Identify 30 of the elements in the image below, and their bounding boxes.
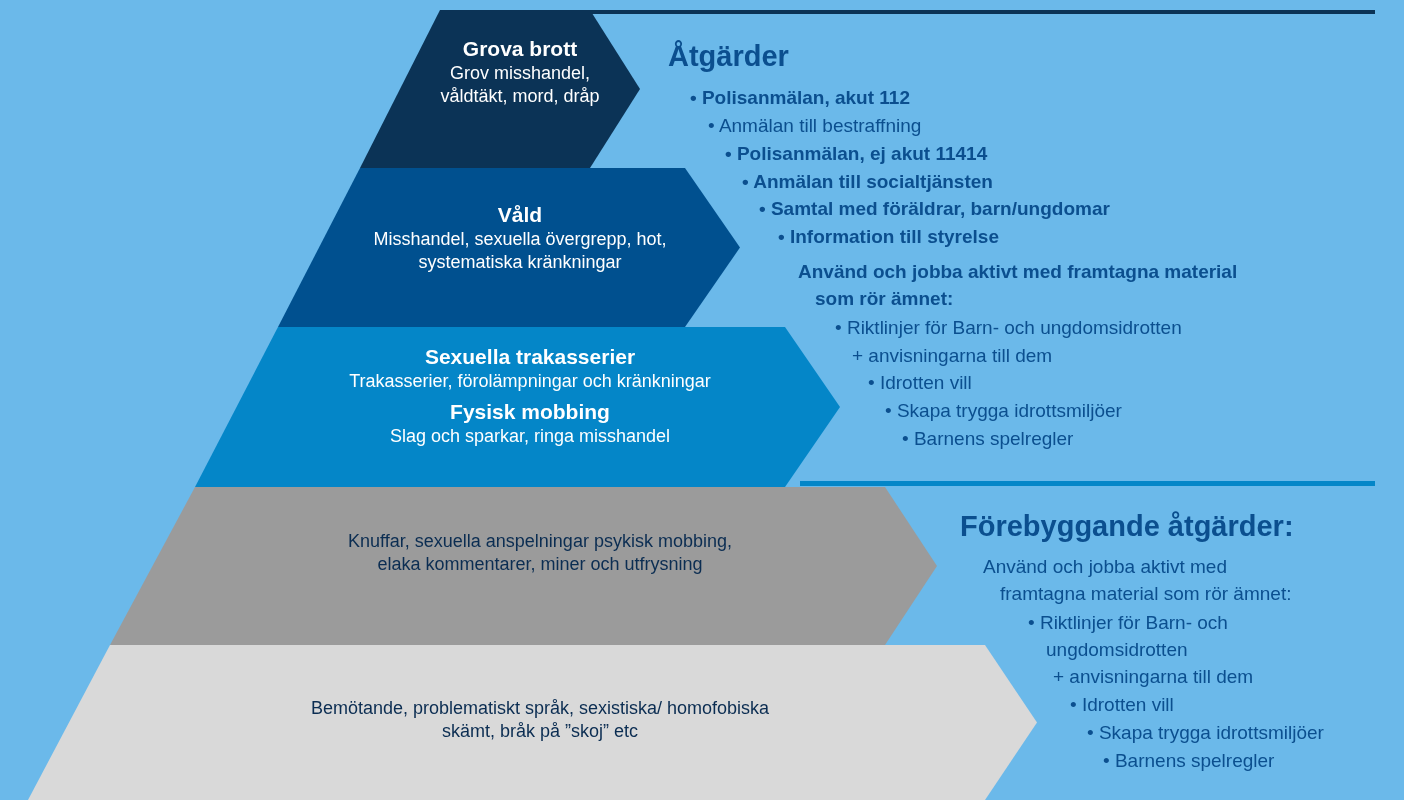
list-item: • Idrotten vill (868, 371, 972, 395)
level-description: Grov misshandel, våldtäkt, mord, dråp (439, 62, 601, 108)
list-item: • Idrotten vill (1070, 693, 1174, 717)
list-item: • Barnens spelregler (902, 427, 1074, 451)
list-item: • Samtal med föräldrar, barn/ungdomar (759, 197, 1110, 221)
list-item: • Skapa trygga idrottsmiljöer (1087, 721, 1324, 745)
list-item: • Barnens spelregler (1103, 749, 1275, 773)
list-item: + anvisningarna till dem (852, 344, 1053, 368)
list-item: • Anmälan till bestraffning (708, 114, 922, 138)
list-item: • Information till styrelse (778, 225, 999, 249)
section-heading: Förebyggande åtgärder: (960, 509, 1294, 544)
level-description: Misshandel, sexuella övergrepp, hot, systematiska kränkningar (372, 228, 668, 274)
level-description: Knuffar, sexuella anspelningar psykisk mobbing, elaka kommentarer, miner och utfrysning (347, 530, 733, 575)
level-description: Slag och sparkar, ringa misshandel (388, 425, 672, 448)
level-description: Trakasserier, förolämpningar och kränkningar (348, 370, 712, 393)
list-item: • Riktlinjer för Barn- och ungdomsidrotten (835, 316, 1182, 340)
level-heading: Sexuella trakasserier (423, 344, 637, 370)
level-heading: Våld (496, 202, 544, 228)
section-heading: Åtgärder (668, 39, 789, 74)
list-item: • Riktlinjer för Barn- och ungdomsidrotten (1028, 611, 1229, 662)
list-item: • Skapa trygga idrottsmiljöer (885, 399, 1122, 423)
level-heading: Grova brott (461, 36, 579, 62)
list-item: Använd och jobba aktivt med framtagna material som rör ämnet: (983, 555, 1293, 606)
list-item: • Anmälan till socialtjänsten (742, 170, 993, 194)
list-item: + anvisningarna till dem (1053, 665, 1254, 689)
list-item: • Polisanmälan, ej akut 11414 (725, 142, 988, 166)
list-item: Använd och jobba aktivt med framtagna material som rör ämnet: (798, 260, 1239, 311)
level-description: Bemötande, problematiskt språk, sexistiska/ homofobiska skämt, bråk på ”skoj” etc (309, 697, 771, 742)
list-item: • Polisanmälan, akut 112 (690, 86, 910, 110)
level-heading: Fysisk mobbing (449, 398, 611, 425)
